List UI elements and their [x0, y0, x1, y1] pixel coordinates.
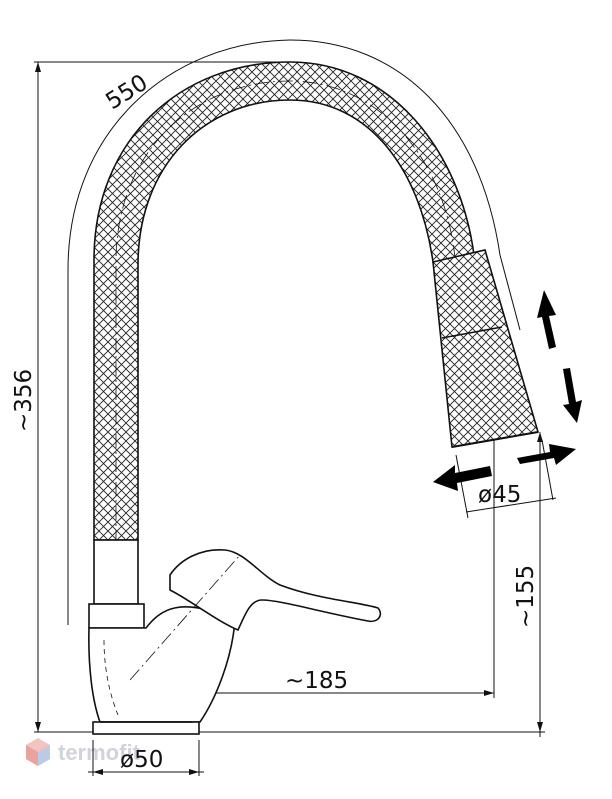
faucet-base	[92, 721, 200, 735]
cube-logo-icon	[26, 738, 50, 766]
watermark-text: termofit	[58, 740, 141, 765]
dimension-head-diameter: ø45	[478, 482, 521, 508]
faucet-body	[88, 606, 236, 723]
dimension-total-height: ~356	[11, 369, 37, 432]
dimension-reach: ~185	[285, 668, 348, 694]
lever-dashdot	[129, 554, 241, 681]
watermark-logo: termofit	[26, 738, 141, 766]
spray-head	[432, 249, 540, 448]
flexible-hose	[93, 61, 475, 541]
spray-head-joint	[441, 326, 503, 339]
double-arrow-horizontal-icon	[433, 444, 576, 491]
hose-collar	[88, 539, 145, 629]
dimension-base-diameter: ø50	[120, 747, 163, 773]
lever-handle	[169, 549, 382, 632]
dimension-arc-length: 550	[101, 70, 152, 115]
hose-centerline	[115, 80, 496, 640]
double-arrow-vertical-icon	[537, 290, 582, 423]
dimension-spout-height: ~155	[513, 565, 539, 628]
spray-head-face	[451, 431, 539, 448]
